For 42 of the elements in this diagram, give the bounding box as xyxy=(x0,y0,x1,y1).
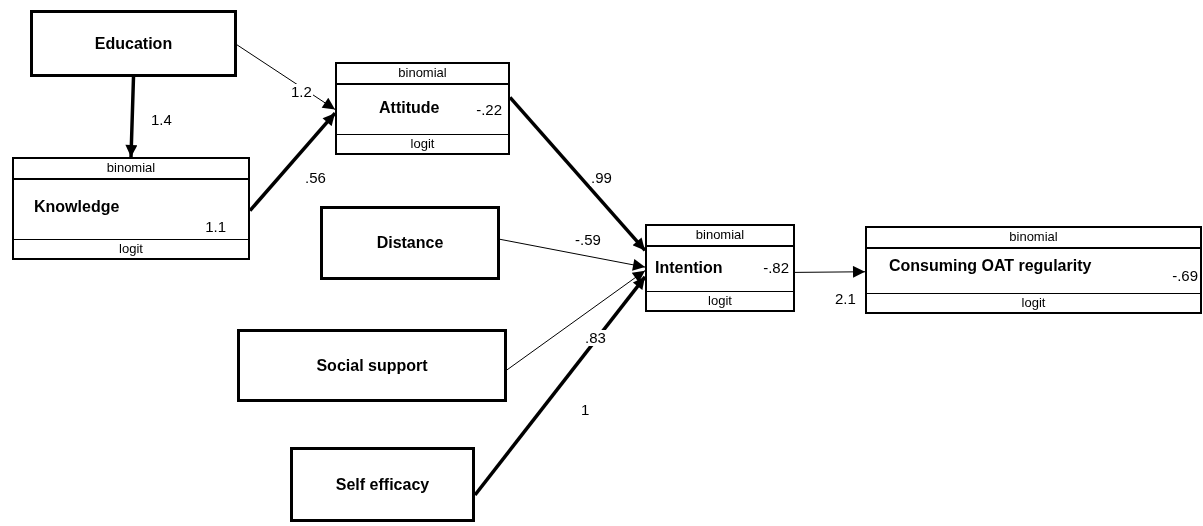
variable-name: Intention xyxy=(655,259,723,277)
edge-label: 1.2 xyxy=(290,84,313,100)
arrow xyxy=(236,44,336,110)
edge-label: .56 xyxy=(304,170,327,186)
arrow xyxy=(125,76,138,158)
edge-label: 1.4 xyxy=(150,112,173,128)
link-function-label: logit xyxy=(14,239,248,258)
variable-box xyxy=(237,329,507,402)
variable-box xyxy=(290,447,475,522)
arrow xyxy=(499,238,646,271)
distribution-label: binomial xyxy=(647,226,793,247)
variable-name: Social support xyxy=(316,356,428,375)
distribution-label: binomial xyxy=(867,228,1200,249)
arrow xyxy=(506,270,646,371)
variable-name: Consuming OAT regularity xyxy=(889,257,1092,275)
edge-label: -.59 xyxy=(574,232,602,248)
coefficient-value: -.22 xyxy=(476,101,502,118)
edge-label: 2.1 xyxy=(834,291,857,307)
link-function-label: logit xyxy=(867,293,1200,312)
distribution-label: binomial xyxy=(337,64,508,85)
latent-variable-box xyxy=(335,62,510,155)
variable-name: Self efficacy xyxy=(335,475,430,494)
variable-box xyxy=(320,206,500,280)
link-function-label: logit xyxy=(647,291,793,310)
variable-name: Knowledge xyxy=(34,198,120,216)
variable-box xyxy=(30,10,237,77)
arrow xyxy=(794,265,866,278)
edge-label: .99 xyxy=(590,170,613,186)
variable-name: Attitude xyxy=(379,99,440,117)
edge-label: 1 xyxy=(580,402,591,418)
edge-label: .83 xyxy=(584,330,607,346)
variable-name: Education xyxy=(94,34,173,53)
variable-name: Distance xyxy=(376,234,444,252)
latent-variable-box xyxy=(865,226,1202,314)
link-function-label: logit xyxy=(337,134,508,153)
latent-variable-box xyxy=(645,224,795,312)
arrow xyxy=(473,275,647,497)
coefficient-value: 1.1 xyxy=(205,218,226,235)
latent-variable-box xyxy=(12,157,250,260)
coefficient-value: -.82 xyxy=(763,259,789,276)
coefficient-value: -.69 xyxy=(1172,267,1198,284)
distribution-label: binomial xyxy=(14,159,248,180)
